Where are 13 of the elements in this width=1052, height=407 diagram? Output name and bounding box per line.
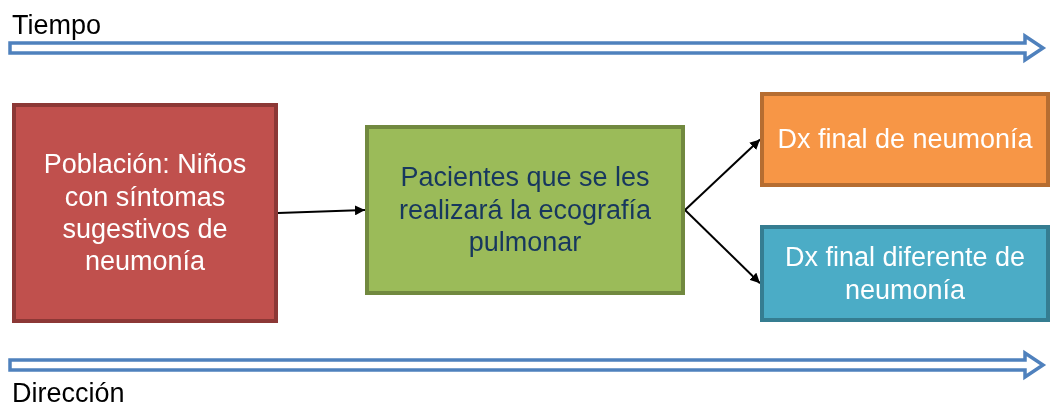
arrow: [684, 209, 761, 285]
box-text: Dx final de neumonía: [777, 123, 1033, 156]
box-text: Población: Niños con síntomas sugestivos de neumonía: [42, 148, 248, 278]
process-box: [760, 225, 1050, 322]
process-box: [365, 125, 685, 295]
box-text: Pacientes que se les realizará la ecografía pulmonar: [397, 161, 653, 259]
box-text: Dx final diferente de neumonía: [783, 241, 1027, 306]
axis-label: Tiempo: [12, 10, 102, 41]
process-box: [12, 103, 278, 323]
axis-label: Dirección: [12, 378, 125, 407]
process-box: [760, 92, 1050, 187]
arrow: [277, 205, 366, 216]
arrow: [684, 138, 761, 211]
